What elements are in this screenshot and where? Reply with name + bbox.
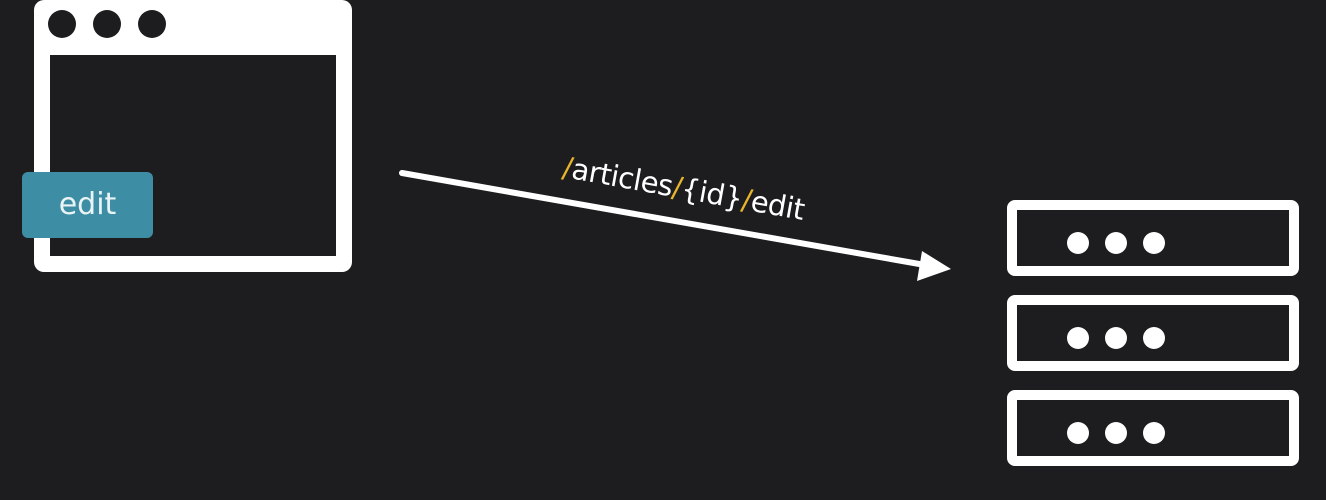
server-indicator-dot: [1143, 422, 1165, 444]
request-arrow-line: [399, 170, 928, 268]
window-control-dot: [48, 10, 76, 38]
arrowhead-icon: [917, 251, 951, 281]
server-indicator-dot: [1143, 327, 1165, 349]
edit-button[interactable]: edit: [22, 172, 153, 238]
server-indicator-dot: [1105, 422, 1127, 444]
window-control-dot: [93, 10, 121, 38]
server-indicator-dot: [1105, 232, 1127, 254]
server-indicator-dot: [1067, 422, 1089, 444]
server-indicator-dot: [1143, 232, 1165, 254]
server-unit-icon: [1007, 200, 1299, 276]
server-indicator-dot: [1067, 327, 1089, 349]
server-indicator-dot: [1067, 232, 1089, 254]
server-indicator-dot: [1105, 327, 1127, 349]
server-unit-icon: [1007, 295, 1299, 371]
window-control-dot: [138, 10, 166, 38]
server-unit-icon: [1007, 390, 1299, 466]
